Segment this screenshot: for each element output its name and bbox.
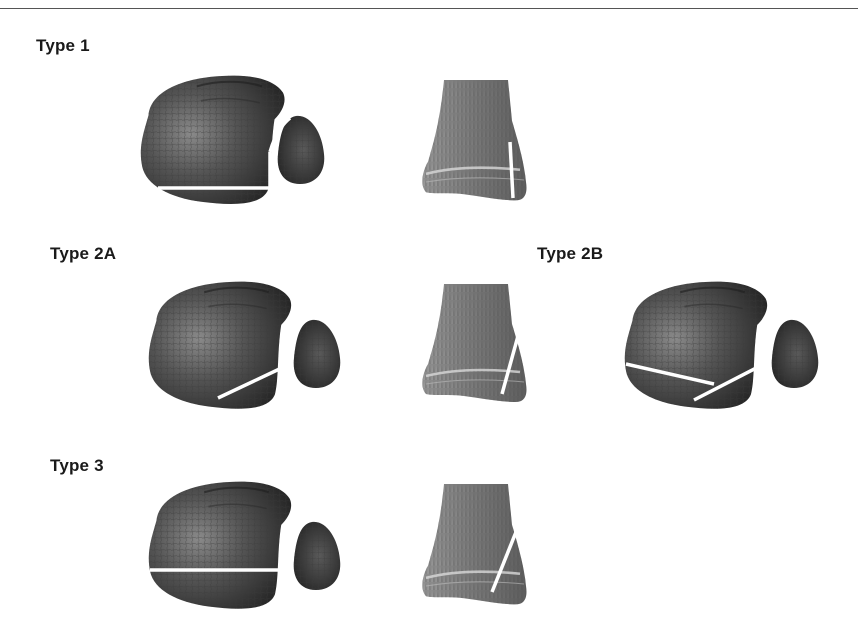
type-1-small-bone [278, 116, 325, 184]
type-3-small-bone [294, 522, 341, 590]
type-2a-shaft-bone [422, 284, 526, 402]
type-3-axial-bone [149, 482, 291, 609]
type-2b-small-bone [772, 320, 819, 388]
type-2a-small-bone [294, 320, 341, 388]
type-2a-axial-bone [149, 282, 291, 409]
type-1-axial-bone [141, 76, 285, 204]
type-2b-axial-bone [625, 282, 767, 409]
